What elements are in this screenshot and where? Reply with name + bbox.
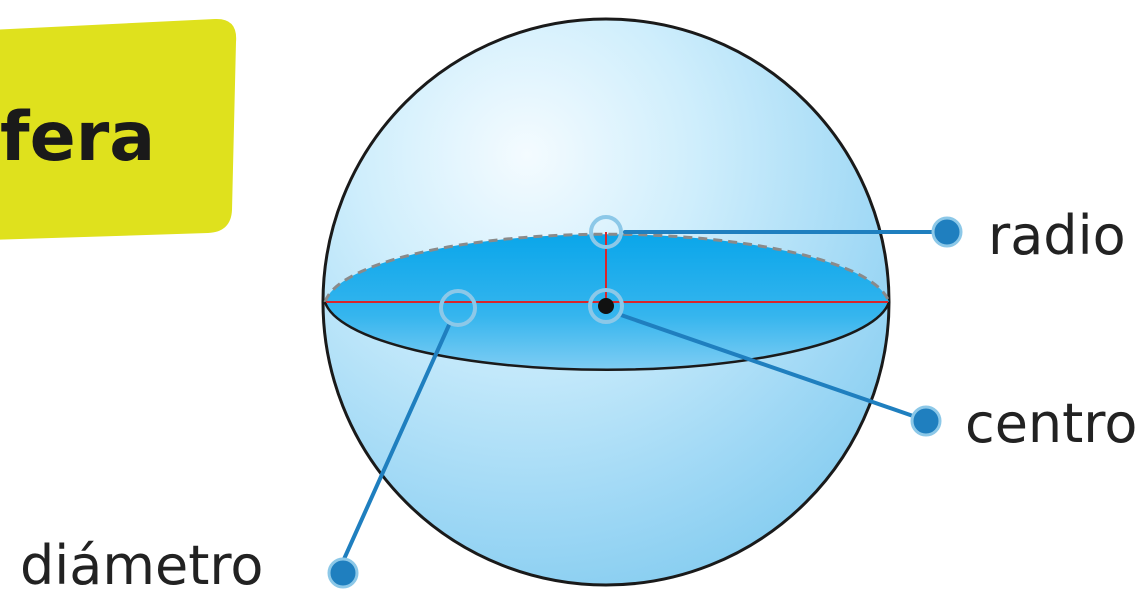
label-dots [327,216,963,589]
diametro-label: diámetro [20,534,263,592]
radio-label-dot [931,216,963,248]
cross-section-front-edge [323,301,891,372]
centro-point-marker [588,288,624,324]
diametro-leader-line [338,323,451,570]
centro-label-dot [910,405,942,437]
diametro-label-dot [327,557,359,589]
leader-lines [338,230,942,570]
point-markers [439,215,624,327]
title-banner: fera [0,18,237,240]
radio-point-marker [589,215,623,249]
center-dot [598,298,614,314]
diametro-point-marker [439,289,477,327]
cross-section-back-edge [323,232,891,303]
title-text: fera [0,98,155,177]
centro-label: centro [965,392,1137,455]
title-banner-shape [0,18,237,240]
radio-label: radio [988,204,1126,267]
centro-leader-line [619,313,918,419]
